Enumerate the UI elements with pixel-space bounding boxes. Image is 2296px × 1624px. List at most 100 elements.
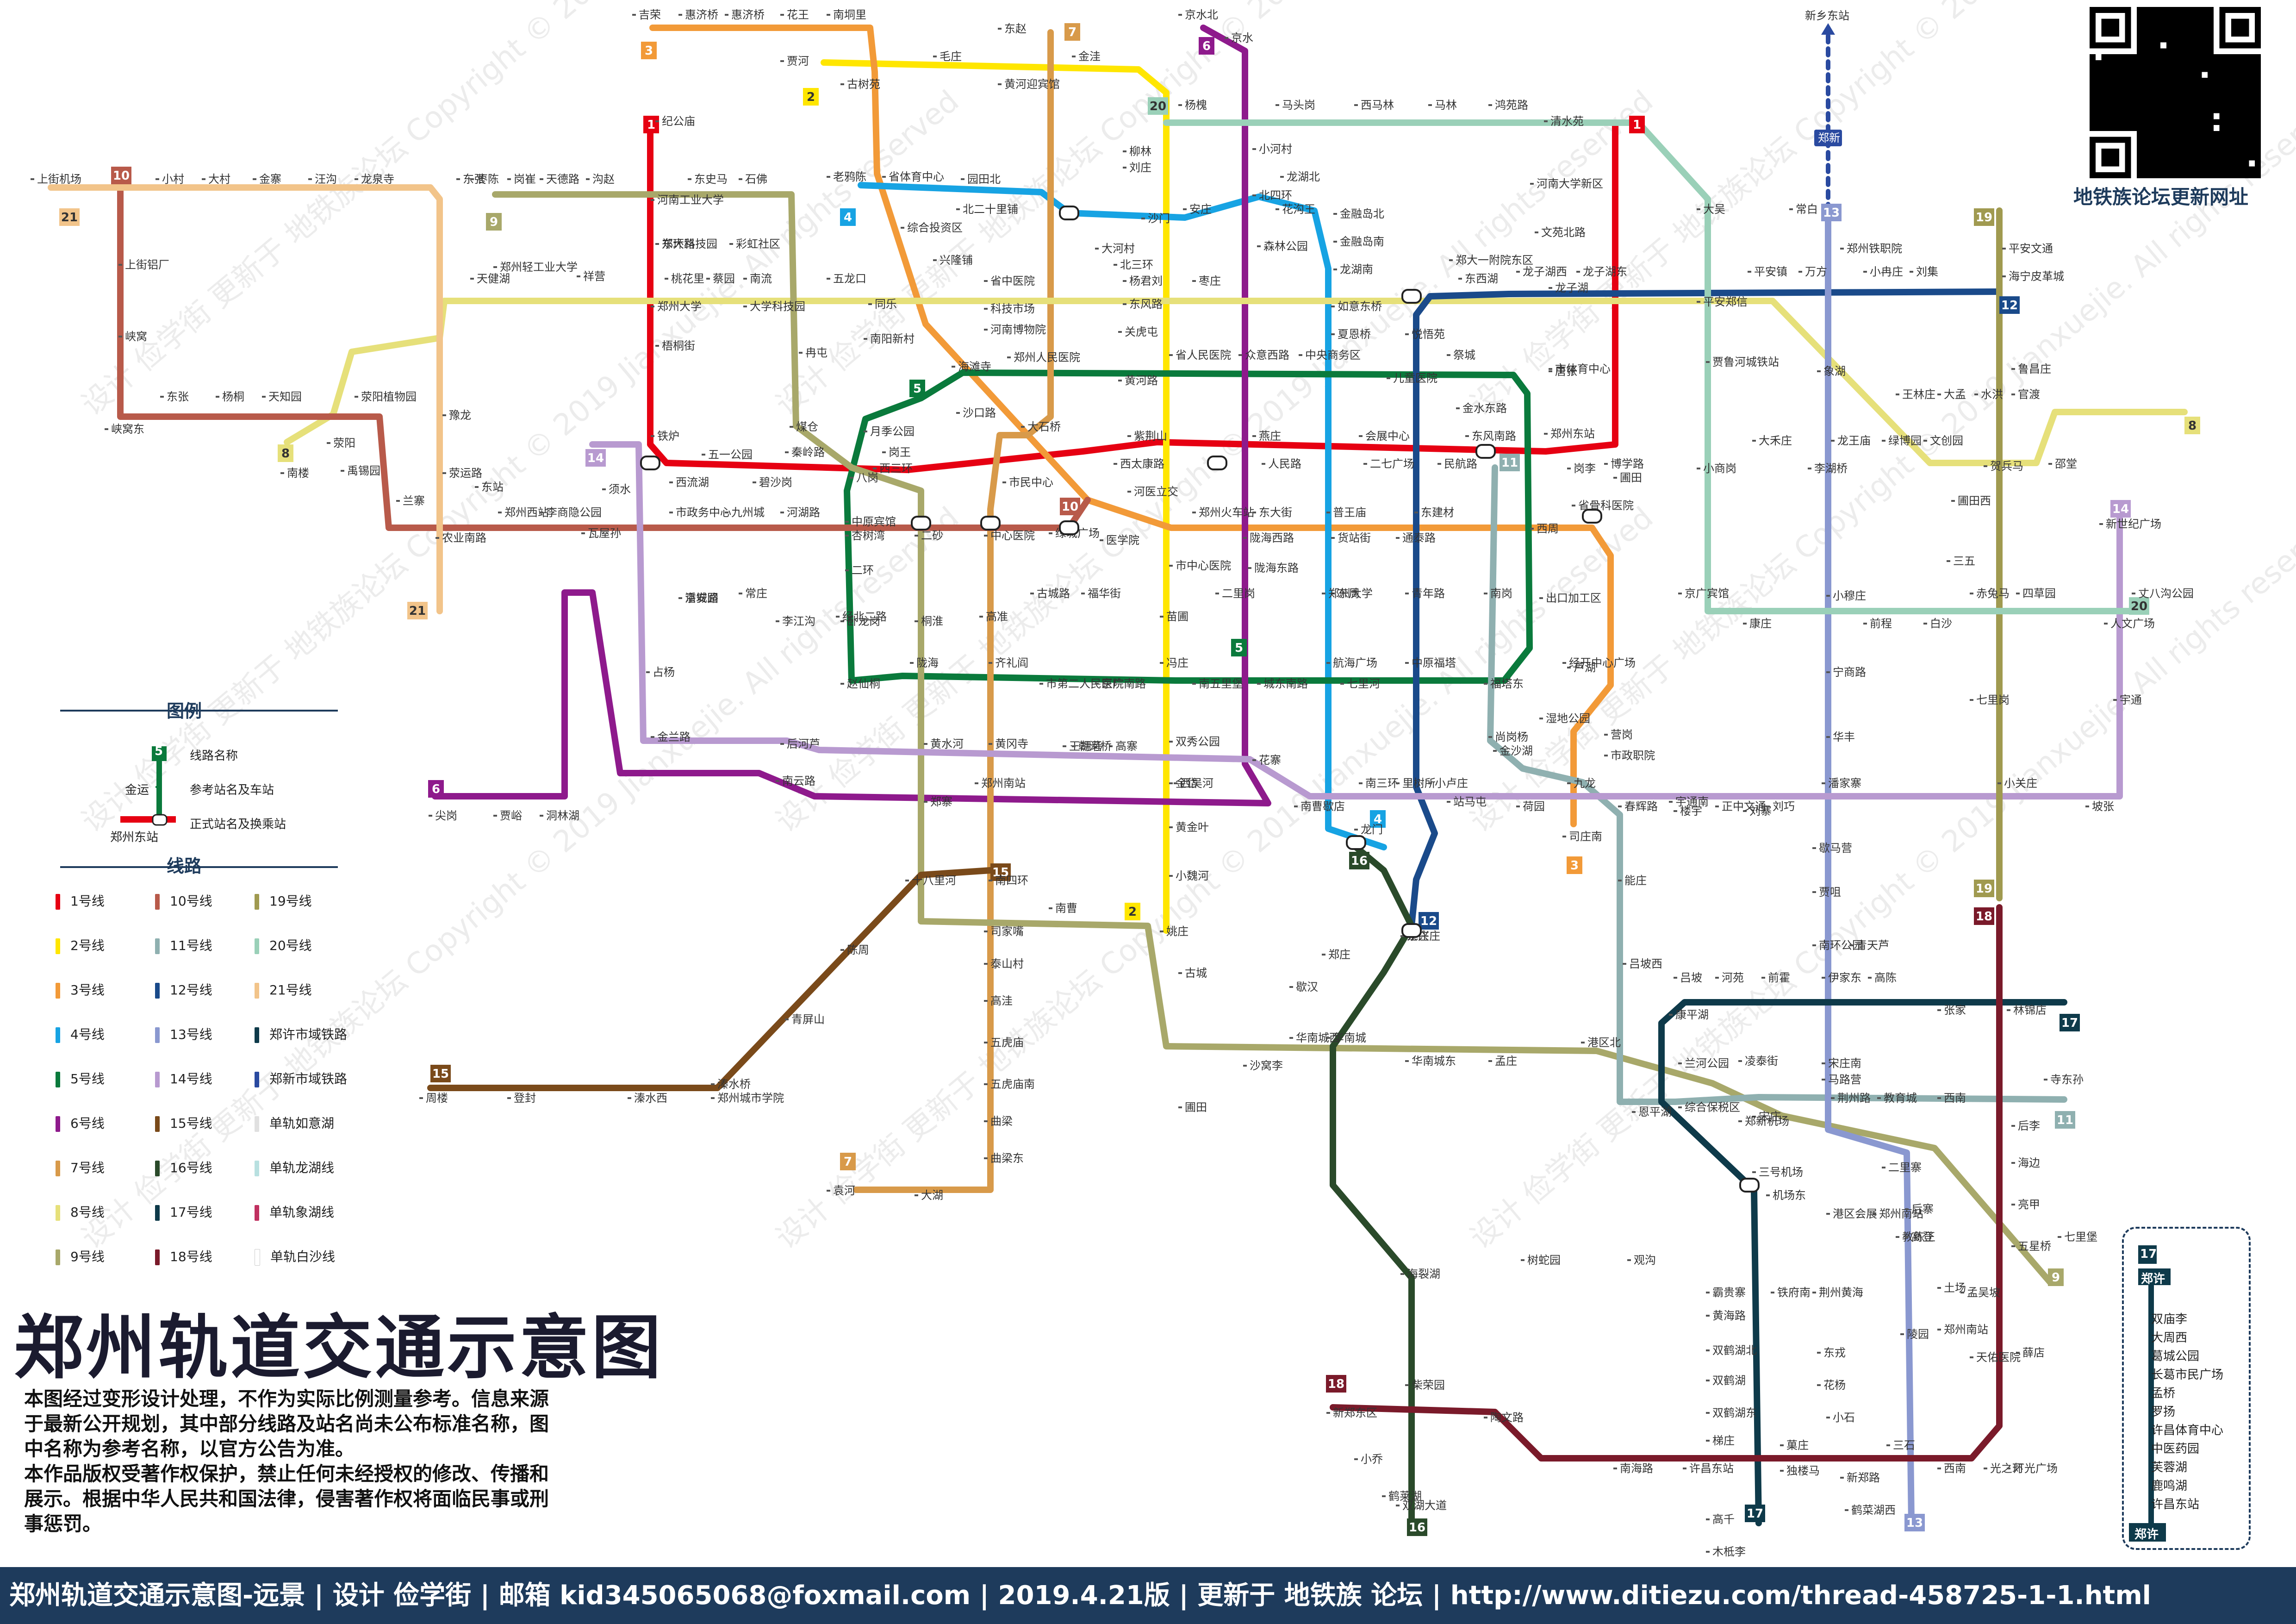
station-label: 后李 [2018,1119,2040,1132]
station-label: 伊家东 [1828,971,1861,984]
station-label: 洞林湖 [546,809,579,822]
line-tag-14: 14 [2110,500,2131,518]
station-label: 潘安园 [685,592,718,605]
qr-code-icon[interactable] [2087,7,2263,178]
legend-line-item: 14号线 [155,1069,212,1087]
station-label: 双鹤湖东 [1712,1406,1757,1419]
station-label: 金岱 [1176,777,1198,790]
zhengxu-station: 葛城公园 [2151,1349,2200,1363]
station-label: 古树苑 [847,78,880,91]
station-label: 小河村 [1259,143,1292,156]
station-label: 石佛 [745,173,767,186]
station-label: 青年路 [1412,587,1445,600]
station-label: 综合投资区 [907,221,963,234]
station-label: 航海广场 [1333,656,1377,669]
zhengxu-inset [2122,1227,2251,1550]
station-label: 南三环 [1365,777,1399,790]
line-tag-2: 2 [1125,903,1140,920]
station-label: 京广南路 [1101,677,1146,690]
legend-sample-graphic [120,746,176,826]
station-label: 河苑 [1722,971,1744,984]
station-label: 兰寨 [403,494,425,507]
station-label: 须水 [609,483,631,496]
station-label: 中原福塔 [1412,656,1456,669]
line-5-route [844,369,1533,684]
station-label: 通泰路 [1402,531,1436,544]
station-label: 桃花里 [671,272,704,285]
station-label: 北四环 [1259,189,1292,202]
legend-line-item: 11号线 [155,936,212,954]
station-label: 郑州铁职院 [1847,242,1902,255]
legend-swatch [155,938,160,954]
station-label: 五星桥 [2018,1240,2051,1253]
legend-swatch [255,1027,259,1043]
station-label: 省人民医院 [1176,349,1231,362]
station-label: 小冉庄 [1870,265,1903,278]
legend-swatch [255,938,259,954]
station-label: 三石 [1893,1439,1915,1452]
station-label: 小关庄 [2004,777,2037,790]
station-label: 龙泉寺 [361,173,394,186]
station-label: 龙子湖东 [1583,265,1627,278]
station-label: 孟庄 [1495,1055,1517,1068]
station-label: 郑州大学 [1328,587,1373,600]
station-label: 凌泰街 [1745,1055,1778,1068]
interchange-station [980,516,1001,531]
station-label: 河南博物院 [990,323,1046,336]
station-label: 湿地公园 [1546,712,1590,725]
line-tag-8: 8 [2184,417,2200,434]
svg-text:8: 8 [281,447,290,461]
station-label: 铁府南 [1777,1286,1811,1299]
legend-line-item: 7号线 [56,1158,105,1176]
legend-line-label: 20号线 [269,938,312,953]
station-label: 普王庙 [1333,506,1366,519]
north-ext-tag-bg [1814,130,1842,146]
station-label: 宋庄南 [1828,1057,1861,1070]
station-label: 二七广场 [1370,457,1414,470]
svg-text:15: 15 [432,1067,449,1081]
station-label: 郑州轻工业大学 [500,261,578,274]
svg-text:19: 19 [1976,211,1992,225]
station-label: 金寨 [259,173,281,186]
svg-text:13: 13 [1906,1516,1923,1530]
legend-line-item: 18号线 [155,1247,212,1265]
north-ext-tag: 郑新 [1818,131,1840,144]
station-label: 宇通南 [1675,795,1709,808]
station-label: 平安郑信 [1703,295,1748,308]
line-13-route [1825,207,1915,1526]
station-label: 岗王 [889,446,911,459]
line-tag-6: 6 [1199,37,1214,55]
arrow-up-icon [1821,23,1835,35]
station-label: 城东南路 [1263,677,1308,690]
svg-text:19: 19 [1976,882,1992,896]
svg-text:18: 18 [1976,910,1992,924]
line-21-route [48,184,443,614]
station-label: 金兰路 [657,731,691,743]
line-tag-18: 18 [1974,907,1994,925]
station-label: 天健湖 [477,272,510,285]
station-label: 五虎庙南 [990,1078,1035,1091]
station-label: 祭城 [1453,349,1475,362]
station-label: 寺东孙 [2050,1073,2084,1086]
notice-line: 事惩罚。 [24,1512,102,1535]
station-label: 贺兵马 [1990,460,2023,473]
legend-line-label: 单轨象湖线 [269,1205,335,1220]
station-label: 菓庄 [1786,1439,1809,1452]
station-label: 高登 [1911,1230,1934,1243]
legend-line-label: 8号线 [70,1205,105,1220]
station-label: 林锦店 [2013,1004,2047,1017]
station-label: 河医立交 [1134,485,1178,498]
station-label: 水洪 [1981,388,2003,401]
station-label: 荆州黄海 [1819,1286,1863,1299]
notice-line: 中名称为参考名称，以官方公告为准。 [24,1437,355,1460]
station-label: 彩虹社区 [736,237,780,250]
station-label: 苗圃 [1166,610,1188,623]
svg-text:2: 2 [1128,905,1137,919]
station-label: 唐张 [1555,365,1577,378]
station-label: 柳林 [1129,145,1151,158]
map-notice: 本图经过变形设计处理，不作为实际比例测量参考。信息来源于最新公开规划，其中部分线… [24,1387,663,1537]
station-label: 黄河迎宾馆 [1004,78,1060,91]
legend-line-label: 3号线 [70,982,105,998]
station-label: 双鹤湖 [1712,1374,1746,1387]
station-labels-layer: 吉荣惠济桥惠济桥花王南垌里贾河古树苑毛庄黄河迎宾馆金洼东赵京水北京水纪公庙杨槐马… [31,8,2194,1558]
